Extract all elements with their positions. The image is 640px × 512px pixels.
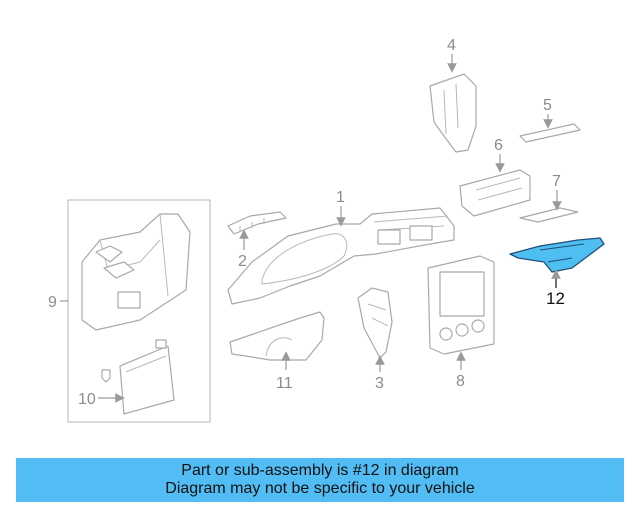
svg-text:5: 5 <box>543 97 552 114</box>
part-7-bezel <box>519 207 579 223</box>
svg-text:7: 7 <box>552 173 561 190</box>
callout-9: 9 <box>48 294 68 311</box>
part-3-center-support <box>357 287 393 359</box>
notice-banner: Part or sub-assembly is #12 in diagram D… <box>16 458 624 502</box>
svg-text:10: 10 <box>78 391 96 408</box>
banner-line-1: Part or sub-assembly is #12 in diagram <box>181 462 459 479</box>
callout-12: 12 <box>546 269 565 308</box>
part-1-instrument-panel <box>227 207 455 305</box>
callout-11: 11 <box>276 351 293 392</box>
part-6-radio-bracket <box>459 169 531 217</box>
svg-text:11: 11 <box>276 375 293 392</box>
callout-1: 1 <box>336 189 346 227</box>
callout-4: 4 <box>447 37 457 73</box>
callout-8: 8 <box>456 351 466 390</box>
callout-2: 2 <box>238 229 249 270</box>
callout-7: 7 <box>552 173 562 211</box>
svg-text:12: 12 <box>546 289 565 308</box>
callout-5: 5 <box>543 97 553 129</box>
part-8-control-bezel <box>427 255 495 355</box>
callout-10: 10 <box>78 391 125 408</box>
svg-text:2: 2 <box>238 253 247 270</box>
svg-text:4: 4 <box>447 37 456 54</box>
part-9-glove-box-assembly <box>67 199 211 423</box>
callout-3: 3 <box>375 355 385 392</box>
svg-text:3: 3 <box>375 375 384 392</box>
part-4-air-duct <box>429 73 477 153</box>
svg-text:8: 8 <box>456 373 465 390</box>
svg-text:1: 1 <box>336 189 345 206</box>
part-2-trim-bracket <box>227 211 287 235</box>
banner-line-2: Diagram may not be specific to your vehi… <box>165 480 475 497</box>
part-12-highlighted-trim-panel <box>509 237 605 273</box>
svg-text:6: 6 <box>494 137 503 154</box>
part-11-lower-panel <box>229 311 325 361</box>
svg-text:9: 9 <box>48 294 57 311</box>
callout-6: 6 <box>494 137 505 173</box>
part-5-trim-strip <box>519 123 581 143</box>
